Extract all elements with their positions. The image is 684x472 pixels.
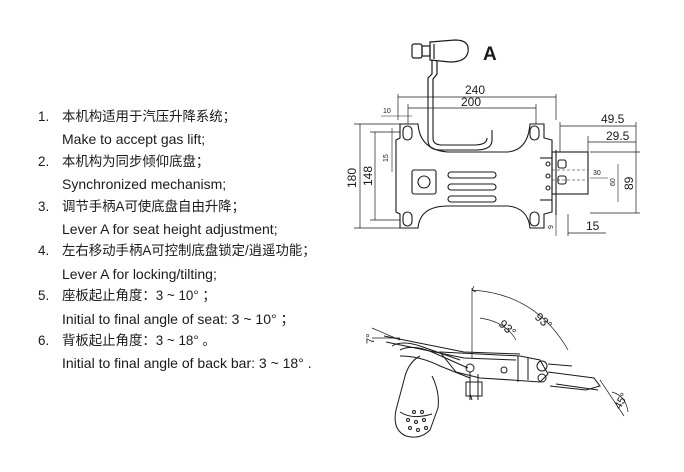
spec-text-en: Make to accept gas lift; — [62, 131, 206, 148]
dim-15b: 15 — [567, 214, 606, 236]
spec-item-2: 2. 本机构为同步倾仰底盘； Synchronized mechanism; — [38, 151, 368, 196]
mechanism-body — [438, 351, 549, 401]
side-lever-paddle — [394, 355, 439, 438]
dim-89: 89 — [590, 151, 640, 214]
dim-200: 200 — [407, 95, 537, 124]
spec-number: 2. — [38, 153, 50, 169]
spec-item-5: 5. 座板起止角度：3 ~ 10° ； Initial to final ang… — [38, 285, 368, 330]
spec-number: 5. — [38, 288, 50, 304]
dim-30: 30 — [590, 170, 608, 179]
dim-9-label: 9 — [548, 225, 555, 229]
spec-number: 4. — [38, 243, 50, 259]
dim-148: 148 — [361, 131, 400, 221]
dim-60-label: 60 — [610, 178, 617, 186]
spec-number: 1. — [38, 109, 50, 124]
angle-93-inner-label: 93° — [496, 317, 519, 340]
spec-text-zh: 座板起止角度：3 ~ 10° ； — [62, 288, 216, 304]
dim-49-5-label: 49.5 — [601, 112, 625, 126]
dim-9: 9 — [548, 212, 557, 236]
base-plate — [395, 98, 589, 229]
spec-text-zh: 本机构为同步倾仰底盘； — [62, 153, 210, 169]
dim-15b-label: 15 — [586, 219, 600, 233]
spec-item-1: 1. 本机构适用于汽压升降系统； Make to accept gas lift… — [38, 106, 368, 151]
spec-number: 6. — [38, 333, 50, 349]
spec-text-zh: 左右移动手柄A可控制底盘锁定/逍遥功能； — [62, 243, 316, 259]
spec-list: 1. 本机构适用于汽压升降系统； Make to accept gas lift… — [38, 106, 368, 375]
dim-10-label: 10 — [383, 108, 391, 115]
spec-text-en: Lever A for locking/tilting; — [62, 265, 217, 282]
spec-text-en: Initial to final angle of seat: 3 ~ 10° … — [62, 310, 295, 327]
spec-text-en: Initial to final angle of back bar: 3 ~ … — [62, 355, 312, 372]
angle-45-label: 45° — [612, 391, 631, 411]
dim-180: 180 — [345, 123, 400, 229]
spec-number: 3. — [38, 198, 50, 214]
side-view: 93° 93° 7° — [365, 285, 631, 438]
angle-45: 45° — [599, 379, 631, 417]
spec-item-6: 6. 背板起止角度：3 ~ 18° 。 Initial to final ang… — [38, 330, 368, 375]
dim-29-5-label: 29.5 — [606, 129, 630, 143]
dim-15: 15 — [383, 128, 393, 172]
dim-60: 60 — [610, 164, 619, 202]
back-bar — [547, 363, 601, 391]
spec-text-zh: 背板起止角度：3 ~ 18° 。 — [62, 333, 216, 349]
spec-text-zh: 本机构适用于汽压升降系统； — [62, 109, 237, 124]
seat-plate — [383, 335, 521, 379]
spec-text-en: Lever A for seat height adjustment; — [62, 221, 278, 238]
dim-240-label: 240 — [465, 83, 485, 97]
angle-7-label: 7° — [365, 333, 377, 344]
dim-10: 10 — [381, 108, 412, 117]
dim-30-label: 30 — [593, 170, 601, 177]
angle-93-inner: 93° — [479, 317, 519, 341]
spec-item-4: 4. 左右移动手柄A可控制底盘锁定/逍遥功能； Lever A for lock… — [38, 240, 368, 285]
dim-15-label: 15 — [383, 154, 390, 162]
dim-200-label: 200 — [461, 95, 481, 109]
dim-148-label: 148 — [361, 166, 375, 186]
dim-89-label: 89 — [622, 176, 636, 190]
angle-7: 7° — [365, 327, 401, 344]
spec-text-en: Synchronized mechanism; — [62, 176, 227, 193]
lever-label: A — [483, 44, 497, 65]
dim-49-5: 49.5 — [559, 112, 637, 152]
lever-handle — [411, 39, 469, 98]
angle-93-outer-label: 93° — [532, 310, 555, 333]
spec-item-3: 3. 调节手柄A可使底盘自由升降； Lever A for seat heigh… — [38, 196, 368, 241]
dim-29-5: 29.5 — [587, 129, 636, 152]
spec-text-zh: 调节手柄A可使底盘自由升降； — [62, 198, 246, 214]
dim-180-label: 180 — [345, 168, 359, 188]
top-view: A 240 200 10 15 180 — [345, 39, 640, 236]
dim-240: 240 — [397, 83, 557, 120]
angle-93-outer: 93° — [471, 285, 569, 358]
